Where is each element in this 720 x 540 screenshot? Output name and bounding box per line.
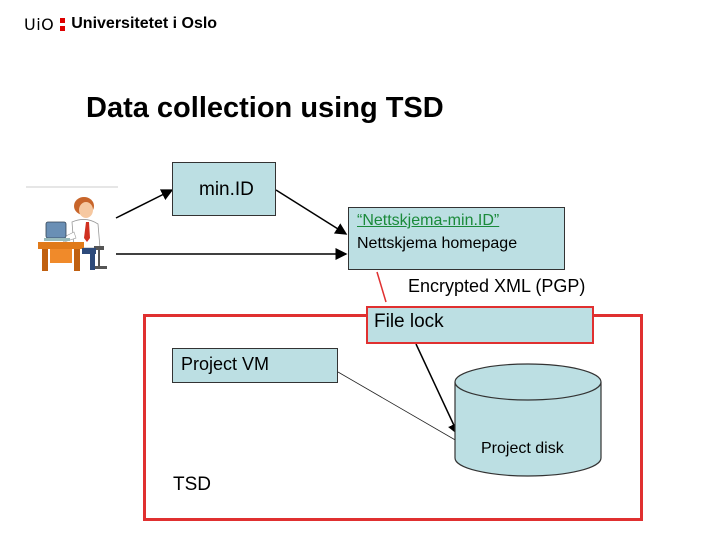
person-at-computer-icon (38, 197, 107, 271)
arrow-minid-to-nettskjema (275, 189, 348, 235)
arrow-person-to-minid (115, 189, 174, 219)
logo-mark: UiO (24, 14, 55, 34)
project-vm-label: Project VM (181, 354, 270, 374)
minid-box: min.ID (172, 162, 276, 216)
project-disk-cylinder-icon (454, 363, 602, 477)
logo-colon-icon (60, 17, 66, 31)
arrow-filelock-to-disk (415, 343, 459, 436)
line-vm-to-disk (337, 371, 477, 453)
file-lock-box: File lock (366, 306, 594, 344)
tsd-label: TSD (173, 474, 211, 495)
project-vm-box: Project VM (172, 348, 338, 383)
minid-label: min.ID (199, 179, 254, 200)
page-title: Data collection using TSD (86, 92, 444, 124)
file-lock-label: File lock (374, 311, 444, 332)
arrow-nettskjema-to-filelock (376, 271, 387, 303)
nettskjema-link[interactable]: “Nettskjema-min.ID” (357, 212, 500, 229)
nettskjema-homepage-label: Nettskjema homepage (357, 235, 518, 252)
logo-name: Universitetet i Oslo (71, 15, 218, 32)
project-disk-label: Project disk (481, 440, 564, 457)
encrypted-xml-label: Encrypted XML (PGP) (408, 276, 586, 296)
nettskjema-box: “Nettskjema-min.ID” Nettskjema homepage (348, 207, 565, 270)
uio-logo: UiO Universitetet i Oslo (24, 12, 217, 36)
